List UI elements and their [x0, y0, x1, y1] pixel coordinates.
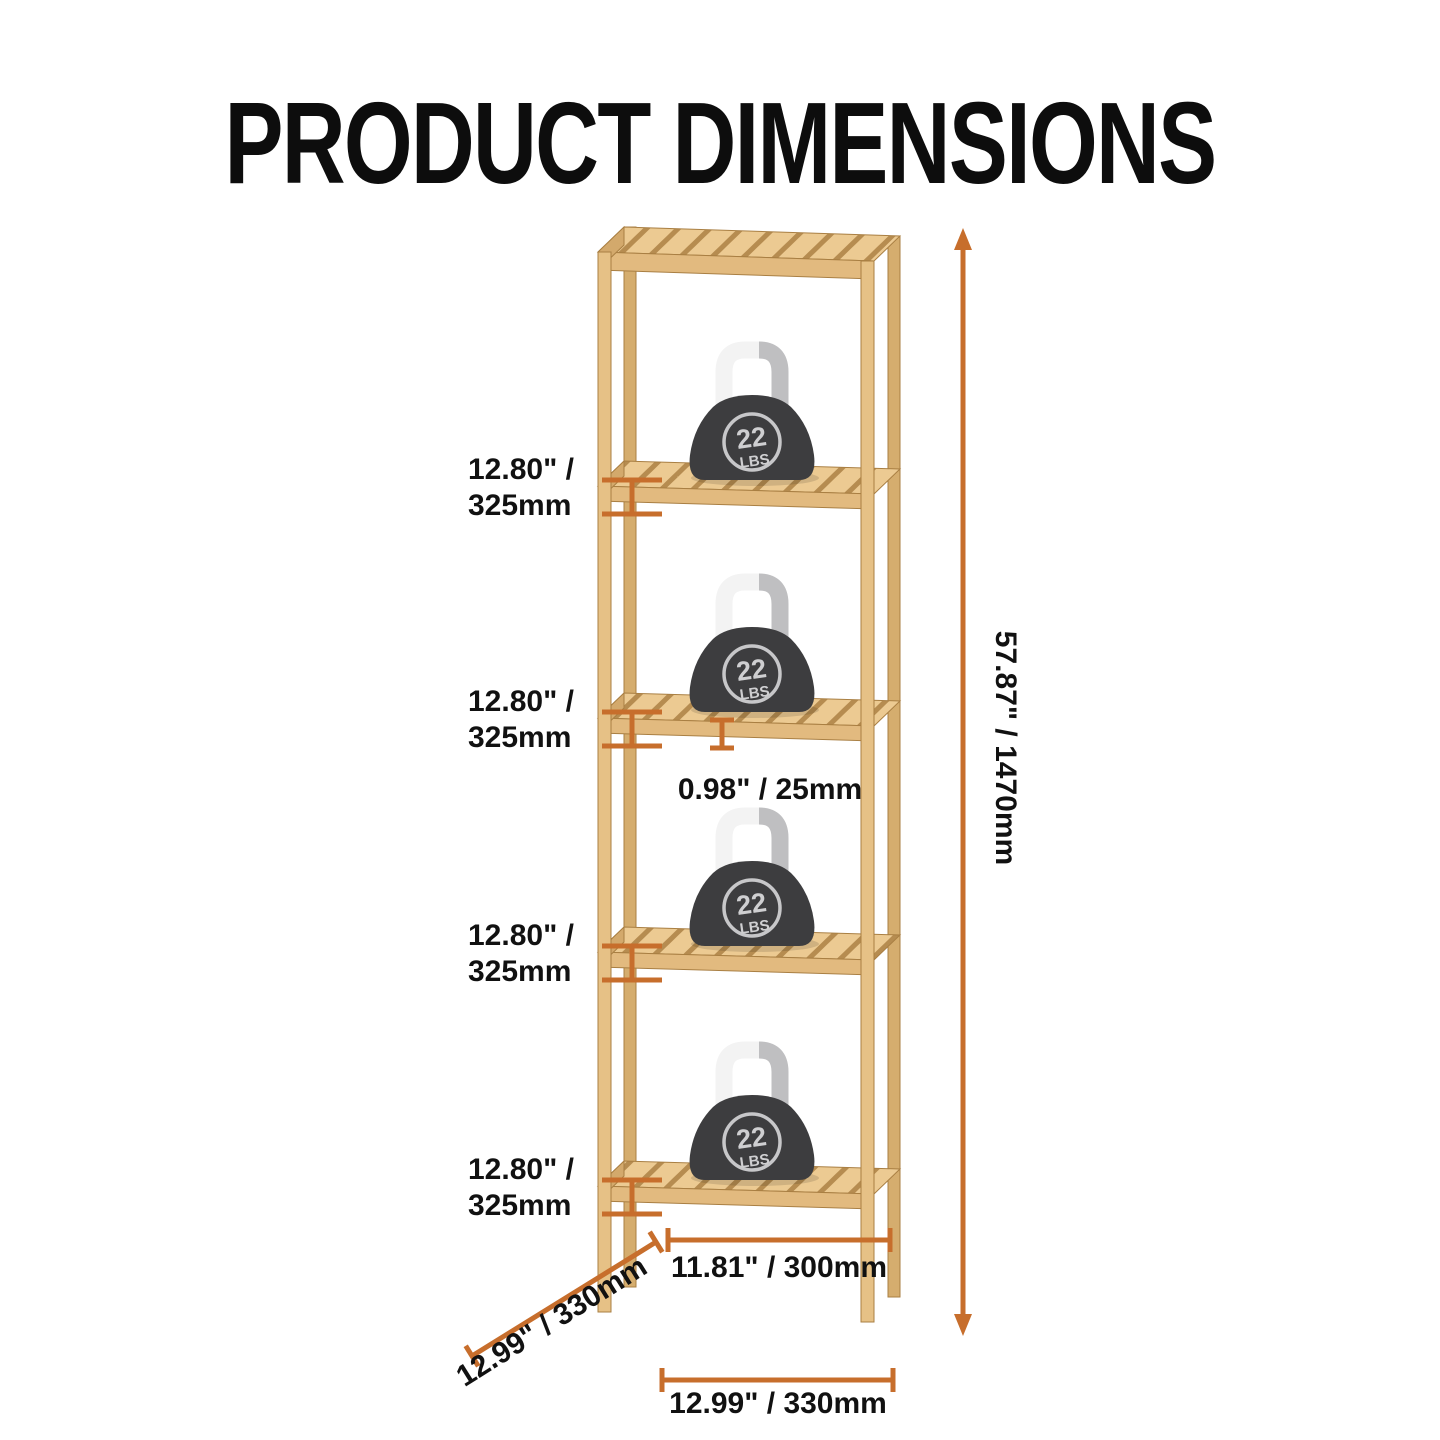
spacing-label-2-line2: 325mm — [468, 721, 572, 754]
inner-width-dimension-line — [665, 1228, 893, 1252]
depth-dimension-line — [463, 1230, 665, 1368]
kettlebell-shelf-3 — [690, 816, 815, 946]
spacing-label-1: 12.80" / 325mm — [468, 452, 574, 524]
dimension-lines — [463, 228, 972, 1392]
inner-width-label: 11.81" / 300mm — [670, 1251, 888, 1284]
spacing-label-1-line2: 325mm — [468, 489, 572, 522]
kettlebell-shelf-1 — [690, 350, 815, 480]
spacing-bracket-3 — [602, 943, 662, 983]
height-arrow-bottom — [954, 1314, 972, 1336]
spacing-label-3-line1: 12.80" / — [468, 919, 574, 952]
spacing-bracket-2 — [602, 709, 662, 749]
top-shelf — [596, 225, 902, 280]
kettlebell-shelf-2 — [690, 582, 815, 712]
spacing-label-2: 12.80" / 325mm — [468, 684, 574, 756]
back-right-leg — [887, 235, 901, 1298]
spacing-label-4: 12.80" / 325mm — [468, 1152, 574, 1224]
back-left-leg — [623, 226, 637, 1288]
height-arrow-top — [954, 228, 972, 250]
spacing-label-3-line2: 325mm — [468, 955, 572, 988]
front-left-leg — [597, 251, 612, 1313]
kettlebells — [690, 350, 819, 1186]
front-right-leg — [860, 260, 875, 1323]
thickness-label: 0.98" / 25mm — [677, 773, 863, 806]
page-title-text: PRODUCT DIMENSIONS — [224, 79, 1218, 209]
front-width-label: 12.99" / 330mm — [669, 1387, 887, 1420]
front-width-dimension-line — [659, 1368, 896, 1392]
spacing-label-1-line1: 12.80" / — [468, 453, 574, 486]
height-label: 57.87" / 1470mm — [989, 630, 1022, 866]
spacing-bracket-4 — [602, 1177, 662, 1217]
thickness-marker — [710, 717, 734, 751]
spacing-label-3: 12.80" / 325mm — [468, 918, 574, 990]
spacing-label-4-line1: 12.80" / — [468, 1153, 574, 1186]
spacing-label-4-line2: 325mm — [468, 1189, 572, 1222]
spacing-bracket-1 — [602, 477, 662, 517]
kettlebell-shelf-4 — [690, 1050, 815, 1180]
spacing-label-2-line1: 12.80" / — [468, 685, 574, 718]
page-title: PRODUCT DIMENSIONS — [0, 86, 1440, 202]
